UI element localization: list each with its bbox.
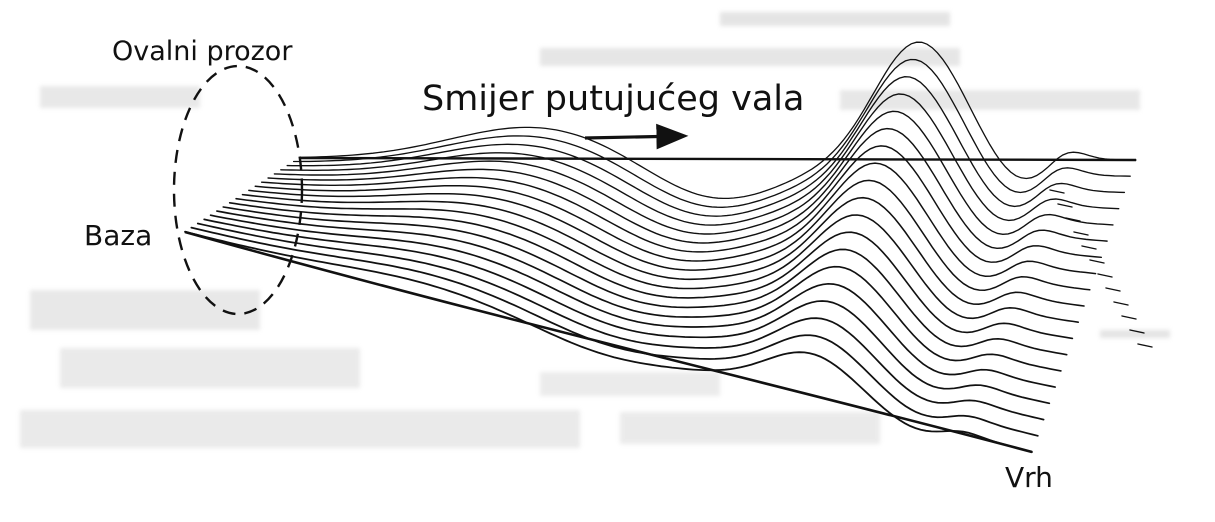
- wave-direction-label: Smijer putujućeg vala: [422, 82, 804, 117]
- apex-dash: [1114, 302, 1128, 305]
- apex-dash: [1090, 260, 1104, 263]
- apex-dash: [1058, 204, 1072, 207]
- apex-dash: [1138, 344, 1152, 347]
- faded-background-print: [20, 12, 1170, 448]
- base-label: Baza: [84, 222, 152, 250]
- apex-label: Vrh: [1005, 464, 1053, 492]
- apex-dash: [1106, 288, 1120, 291]
- membrane-line: [230, 203, 1073, 339]
- oval-window-label: Ovalni prozor: [112, 38, 292, 65]
- membrane-line: [255, 163, 1095, 276]
- arrow-right-icon: [585, 136, 682, 138]
- apex-dash: [1122, 316, 1136, 319]
- apex-dash: [1074, 232, 1088, 235]
- apex-dash: [1098, 274, 1112, 277]
- membrane-line: [243, 195, 1085, 306]
- membrane-rear-edge: [300, 158, 1136, 160]
- apex-dash: [1082, 246, 1096, 249]
- apex-dash: [1050, 190, 1064, 193]
- membrane-line: [249, 180, 1090, 290]
- membrane-line: [262, 146, 1102, 262]
